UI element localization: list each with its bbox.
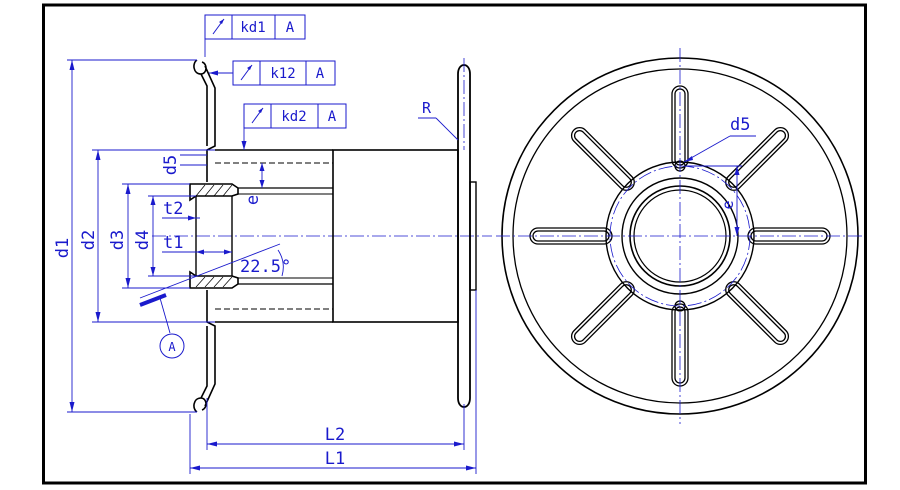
tol-2-value: k12 [270,66,295,82]
d1-arrow-bottom [69,402,75,412]
datum-a-leader [159,297,171,334]
slot [728,129,787,188]
side-view [152,58,492,413]
slot [728,284,787,343]
d2-arrow-top [95,150,101,160]
right-flange-boss [469,181,477,291]
datum-a-circle [159,333,185,359]
tolerance-frame-2: k12 A [209,60,336,86]
slot [573,284,632,343]
e-end-label: e [719,200,737,209]
d1-arrow-top [69,60,75,70]
t2-label: t2 [163,199,183,219]
l1-arrow-right [466,465,476,471]
tol-2-datum: A [316,66,325,82]
r-leader [435,117,459,141]
slot [573,129,632,188]
slot [725,281,790,346]
slot [570,281,635,346]
tolerance-frame-1: kd1 A [204,14,306,57]
end-view [496,48,864,424]
datum-a-mark [139,293,167,307]
l2-label: L2 [325,425,345,445]
l1-arrow-left [190,465,200,471]
d2-label: d2 [79,230,99,250]
e-label: e [243,195,263,205]
l2-arrow-left [207,441,217,447]
e-arrow-bottom [259,180,265,188]
d5-end-label: d5 [730,115,750,135]
tolerance-frame-3: kd2 A [241,103,347,150]
d4-arrow-bottom [150,267,156,276]
left-flange-outline-top [193,59,216,182]
slot [725,126,790,191]
l1-label: L1 [325,449,345,469]
slot [570,126,635,191]
e-arrow-top [259,163,265,171]
e-end-arrow-top [734,166,740,175]
side-view-dimensions [67,59,477,474]
hub-top [189,183,239,202]
angle-arc [277,249,284,277]
angle-label: 22.5° [240,257,291,277]
e-end-arrow-bottom [734,227,740,236]
side-view-labels: d1 d2 d3 d4 d5 t2 t1 e 22.5° R L2 L1 A [53,99,432,469]
d1-label: d1 [53,238,73,258]
drawing-border [42,3,867,485]
l2-arrow-right [454,441,464,447]
angle-line [139,243,281,299]
right-flange [457,64,471,408]
d2-arrow-bottom [95,312,101,322]
tol-3-datum: A [328,109,337,125]
tol-1-value: kd1 [240,20,265,36]
d3-arrow-bottom [125,278,131,288]
d5-end-arrow [684,156,693,162]
tol-1-datum: A [286,20,295,36]
d3-arrow-top [125,184,131,194]
d4-arrow-top [150,196,156,205]
d5-label: d5 [161,155,181,175]
t1-arrow-right [224,249,232,255]
tol-3-value: kd2 [281,109,306,125]
pcd-circle [609,165,751,307]
t1-label: t1 [163,233,183,253]
hub-bottom [189,270,239,289]
t2-arrow [188,215,196,221]
hub-hatching [195,184,233,288]
t1-arrow-left [196,249,204,255]
end-view-dimensions: d5 e [683,115,756,236]
left-flange-outline-bottom [193,290,216,413]
datum-a-label: A [168,340,176,354]
d3-label: d3 [108,230,128,250]
radius-label: R [422,99,432,117]
d4-label: d4 [133,230,153,250]
